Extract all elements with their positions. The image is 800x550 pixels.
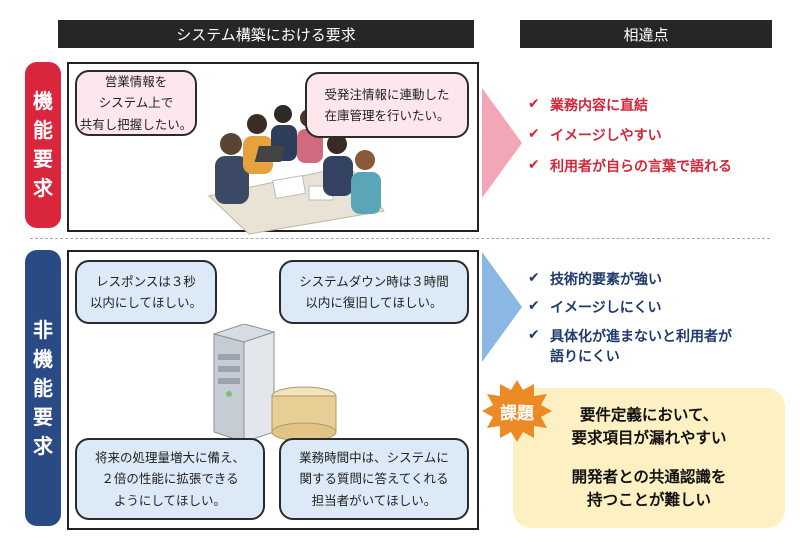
functional-merits-list: ✔ 業務内容に直結 ✔ イメージしやすい ✔ 利用者が自らの言葉で語れる [528, 96, 732, 177]
non-functional-chevron-arrow [482, 252, 522, 362]
non-functional-merit-item: ✔ 技術的要素が強い [528, 270, 662, 288]
non-functional-merit-item: ✔ イメージしにくい [528, 298, 662, 317]
starburst-icon [482, 380, 552, 442]
business-meeting-illustration [207, 105, 385, 235]
non-functional-panel: レスポンスは３秒 以内にしてほしい。 システムダウン時は３時間 以内に復旧してほ… [67, 250, 479, 530]
server-storage-illustration [212, 324, 337, 443]
check-icon: ✔ [528, 298, 540, 315]
non-functional-bubble-response: レスポンスは３秒 以内にしてほしい。 [75, 260, 217, 324]
issue-line-1: 要件定義において、 要求項目が漏れやすい [571, 406, 727, 448]
check-icon: ✔ [528, 156, 540, 173]
functional-merit-item: ✔ 業務内容に直結 [528, 96, 648, 114]
issue-badge: 課題 [482, 380, 552, 442]
issue-box: 要件定義において、 要求項目が漏れやすい 開発者との共通認識を 持つことが難しい [513, 388, 785, 528]
section-divider [30, 238, 770, 239]
functional-merit-item: ✔ 利用者が自らの言葉で語れる [528, 156, 732, 175]
header-system-requirements: システム構築における要求 [58, 20, 474, 48]
functional-bubble-sales-info: 営業情報を システム上で 共有し把握したい。 [75, 70, 197, 136]
non-functional-bubble-recovery: システムダウン時は３時間 以内に復旧してほしい。 [279, 260, 469, 324]
check-icon: ✔ [528, 326, 540, 343]
check-icon: ✔ [528, 126, 540, 143]
functional-bubble-inventory: 受発注情報に連動した 在庫管理を行いたい。 [305, 72, 469, 138]
non-functional-merit-item: ✔ 具体化が進まないと利用者が 語りにくい [528, 326, 732, 365]
check-icon: ✔ [528, 270, 540, 286]
non-functional-bubble-support: 業務時間中は、システムに 関する質問に答えてくれる 担当者がいてほしい。 [279, 438, 469, 520]
issue-line-2: 開発者との共通認識を 持つことが難しい [571, 468, 727, 510]
functional-chevron-arrow [482, 88, 522, 198]
non-functional-requirements-label: 非 機 能 要 求 [25, 250, 61, 526]
issue-badge-label: 課題 [500, 403, 534, 424]
non-functional-bubble-scalability: 将来の処理量増大に備え、 ２倍の性能に拡張できる ようにしてほしい。 [75, 438, 265, 520]
check-icon: ✔ [528, 96, 540, 112]
header-differences: 相違点 [520, 20, 772, 48]
functional-panel: 営業情報を システム上で 共有し把握したい。 受発注情報に連動した 在庫管理を行… [67, 62, 479, 235]
functional-requirements-label: 機 能 要 求 [25, 62, 61, 228]
functional-merit-item: ✔ イメージしやすい [528, 126, 662, 145]
non-functional-merits-list: ✔ 技術的要素が強い ✔ イメージしにくい ✔ 具体化が進まないと利用者が 語り… [528, 270, 732, 367]
